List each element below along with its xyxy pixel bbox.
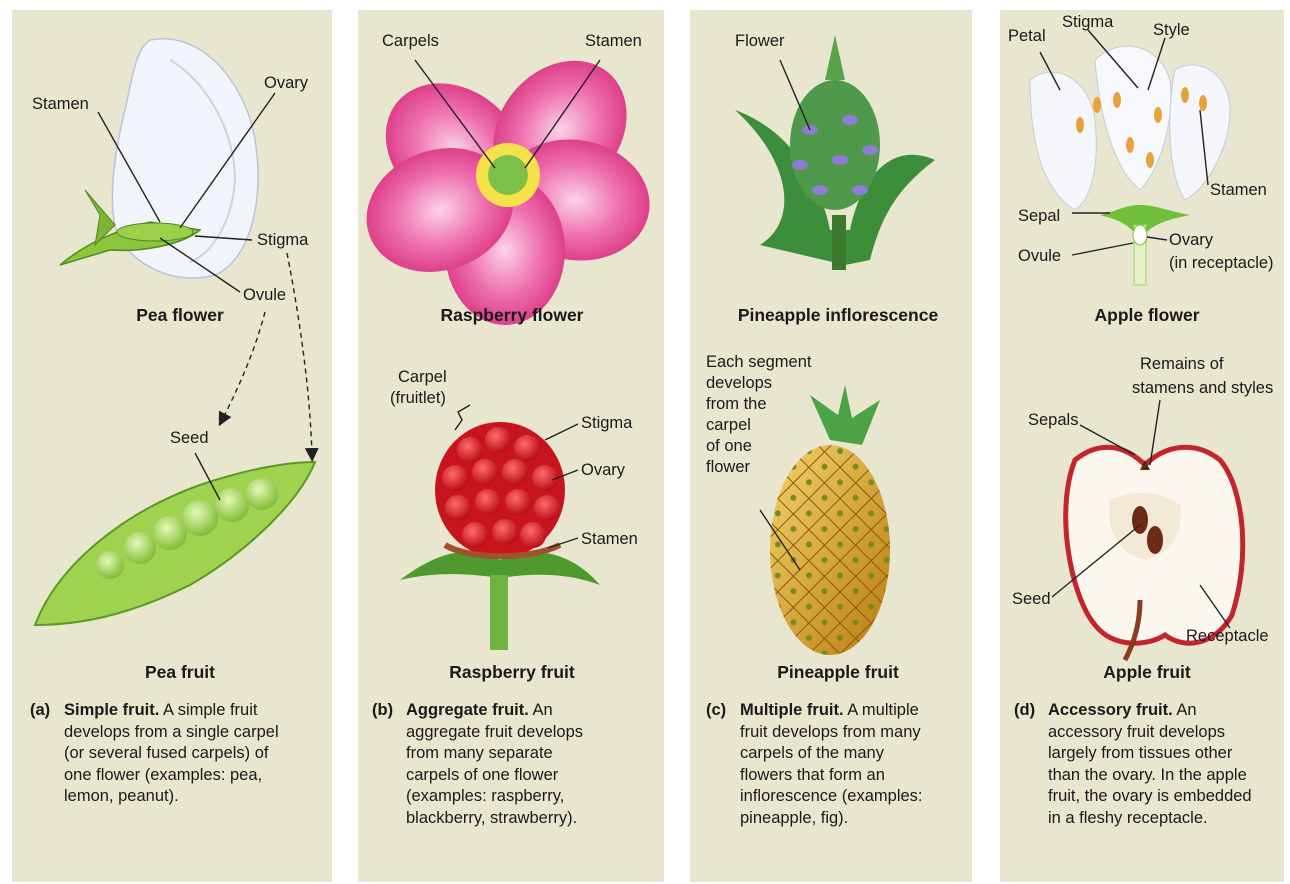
label-fruitlet: (fruitlet) xyxy=(390,388,446,409)
caption-line: blackberry, strawberry). xyxy=(406,808,662,830)
caption-heading: Aggregate fruit. xyxy=(406,701,529,719)
caption-line: from many separate xyxy=(406,743,662,765)
label-ovule: Ovule xyxy=(1018,246,1061,267)
label-stigma: Stigma xyxy=(257,230,308,251)
label-ovary: Ovary xyxy=(1169,230,1213,251)
label-style: Style xyxy=(1153,20,1190,41)
label-ovule: Ovule xyxy=(243,285,286,306)
pea-pod-drawing xyxy=(35,462,315,625)
label-ovary: Ovary xyxy=(581,460,625,481)
raspberry-flower-drawing xyxy=(349,34,659,325)
caption-multiple-fruit: (c) Multiple fruit. A multiple fruit dev… xyxy=(706,700,970,829)
label-each-segment: Each segment develops from the carpel of… xyxy=(706,352,811,478)
caption-line: largely from tissues other xyxy=(1048,743,1282,765)
caption-line: carpels of the many xyxy=(740,743,970,765)
caption-line: aggregate fruit develops xyxy=(406,722,662,744)
label-stamen-flower: Stamen xyxy=(585,31,642,52)
label-receptacle: Receptacle xyxy=(1186,626,1269,647)
label-in-receptacle: (in receptacle) xyxy=(1169,253,1274,274)
label-seed: Seed xyxy=(1012,589,1051,610)
label-line: from the xyxy=(706,394,811,415)
caption-line: one flower (examples: pea, xyxy=(64,765,320,787)
caption-line: develops from a single carpel xyxy=(64,722,320,744)
label-line: carpel xyxy=(706,415,811,436)
label-line: of one xyxy=(706,436,811,457)
caption-line: flowers that form an xyxy=(740,765,970,787)
caption-line: than the ovary. In the apple xyxy=(1048,765,1282,787)
label-stamen: Stamen xyxy=(32,94,89,115)
caption-simple-fruit: (a) Simple fruit. A simple fruit develop… xyxy=(30,700,320,808)
title-pineapple-fruit: Pineapple fruit xyxy=(777,662,899,683)
title-raspberry-fruit: Raspberry fruit xyxy=(449,662,574,683)
label-carpels: Carpels xyxy=(382,31,439,52)
title-pineapple-inflorescence: Pineapple inflorescence xyxy=(738,305,938,326)
caption-line: A multiple xyxy=(844,701,919,719)
caption-line: pineapple, fig). xyxy=(740,808,970,830)
label-stigma: Stigma xyxy=(1062,12,1113,33)
label-stamen-fruit: Stamen xyxy=(581,529,638,550)
label-line: flower xyxy=(706,457,811,478)
label-stigma: Stigma xyxy=(581,413,632,434)
title-raspberry-flower: Raspberry flower xyxy=(441,305,584,326)
label-petal: Petal xyxy=(1008,26,1046,47)
label-line: develops xyxy=(706,373,811,394)
caption-letter: (a) xyxy=(30,700,50,722)
caption-line: lemon, peanut). xyxy=(64,786,320,808)
caption-line: in a fleshy receptacle. xyxy=(1048,808,1282,830)
caption-line: An xyxy=(529,701,553,719)
caption-line: A simple fruit xyxy=(159,701,257,719)
label-remains-of: Remains of xyxy=(1140,354,1223,375)
caption-line: (examples: raspberry, xyxy=(406,786,662,808)
caption-heading: Accessory fruit. xyxy=(1048,701,1173,719)
caption-heading: Multiple fruit. xyxy=(740,701,844,719)
title-apple-fruit: Apple fruit xyxy=(1103,662,1191,683)
label-stamen: Stamen xyxy=(1210,180,1267,201)
caption-line: accessory fruit develops xyxy=(1048,722,1282,744)
caption-line: fruit, the ovary is embedded xyxy=(1048,786,1282,808)
caption-accessory-fruit: (d) Accessory fruit. An accessory fruit … xyxy=(1014,700,1282,829)
label-stamens-and-styles: stamens and styles xyxy=(1132,378,1273,399)
caption-line: fruit develops from many xyxy=(740,722,970,744)
title-pea-flower: Pea flower xyxy=(136,305,224,326)
label-flower: Flower xyxy=(735,31,785,52)
pineapple-inflorescence-drawing xyxy=(735,35,935,270)
title-pea-fruit: Pea fruit xyxy=(145,662,215,683)
label-sepal: Sepal xyxy=(1018,206,1060,227)
label-ovary: Ovary xyxy=(264,73,308,94)
label-line: Each segment xyxy=(706,352,811,373)
label-carpel: Carpel xyxy=(398,367,447,388)
raspberry-fruit-drawing xyxy=(400,422,600,650)
caption-letter: (c) xyxy=(706,700,726,722)
caption-aggregate-fruit: (b) Aggregate fruit. An aggregate fruit … xyxy=(372,700,662,829)
label-seed: Seed xyxy=(170,428,209,449)
caption-line: An xyxy=(1173,701,1197,719)
caption-line: (or several fused carpels) of xyxy=(64,743,320,765)
caption-letter: (d) xyxy=(1014,700,1035,722)
caption-line: carpels of one flower xyxy=(406,765,662,787)
label-sepals: Sepals xyxy=(1028,410,1078,431)
title-apple-flower: Apple flower xyxy=(1094,305,1199,326)
caption-heading: Simple fruit. xyxy=(64,701,159,719)
caption-line: inflorescence (examples: xyxy=(740,786,970,808)
caption-letter: (b) xyxy=(372,700,393,722)
